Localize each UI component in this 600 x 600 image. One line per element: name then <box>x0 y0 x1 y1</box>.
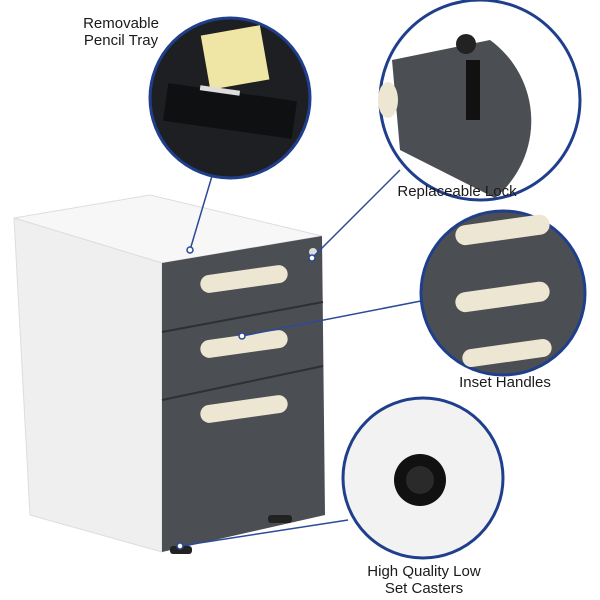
label-lock: Replaceable Lock <box>397 183 517 200</box>
drawer-handle <box>200 395 288 423</box>
caster <box>170 546 192 554</box>
label-pencil-tray: Removable Pencil Tray <box>83 15 159 49</box>
cabinet-side <box>13 217 163 553</box>
caster <box>268 515 292 523</box>
label-casters: High Quality Low Set Casters <box>367 563 481 597</box>
cabinet-front <box>162 236 325 552</box>
file-cabinet <box>13 194 325 554</box>
callout-handles <box>419 209 587 377</box>
leader-lines <box>179 169 427 547</box>
drawer-divider <box>161 301 324 333</box>
callout-casters <box>341 396 505 560</box>
drawer-handle <box>200 330 288 358</box>
drawer-handle <box>200 265 288 293</box>
callout-pencil-tray <box>148 16 312 180</box>
label-handles: Inset Handles <box>459 374 551 391</box>
drawer-divider <box>161 365 324 401</box>
callout-lock <box>378 0 582 202</box>
